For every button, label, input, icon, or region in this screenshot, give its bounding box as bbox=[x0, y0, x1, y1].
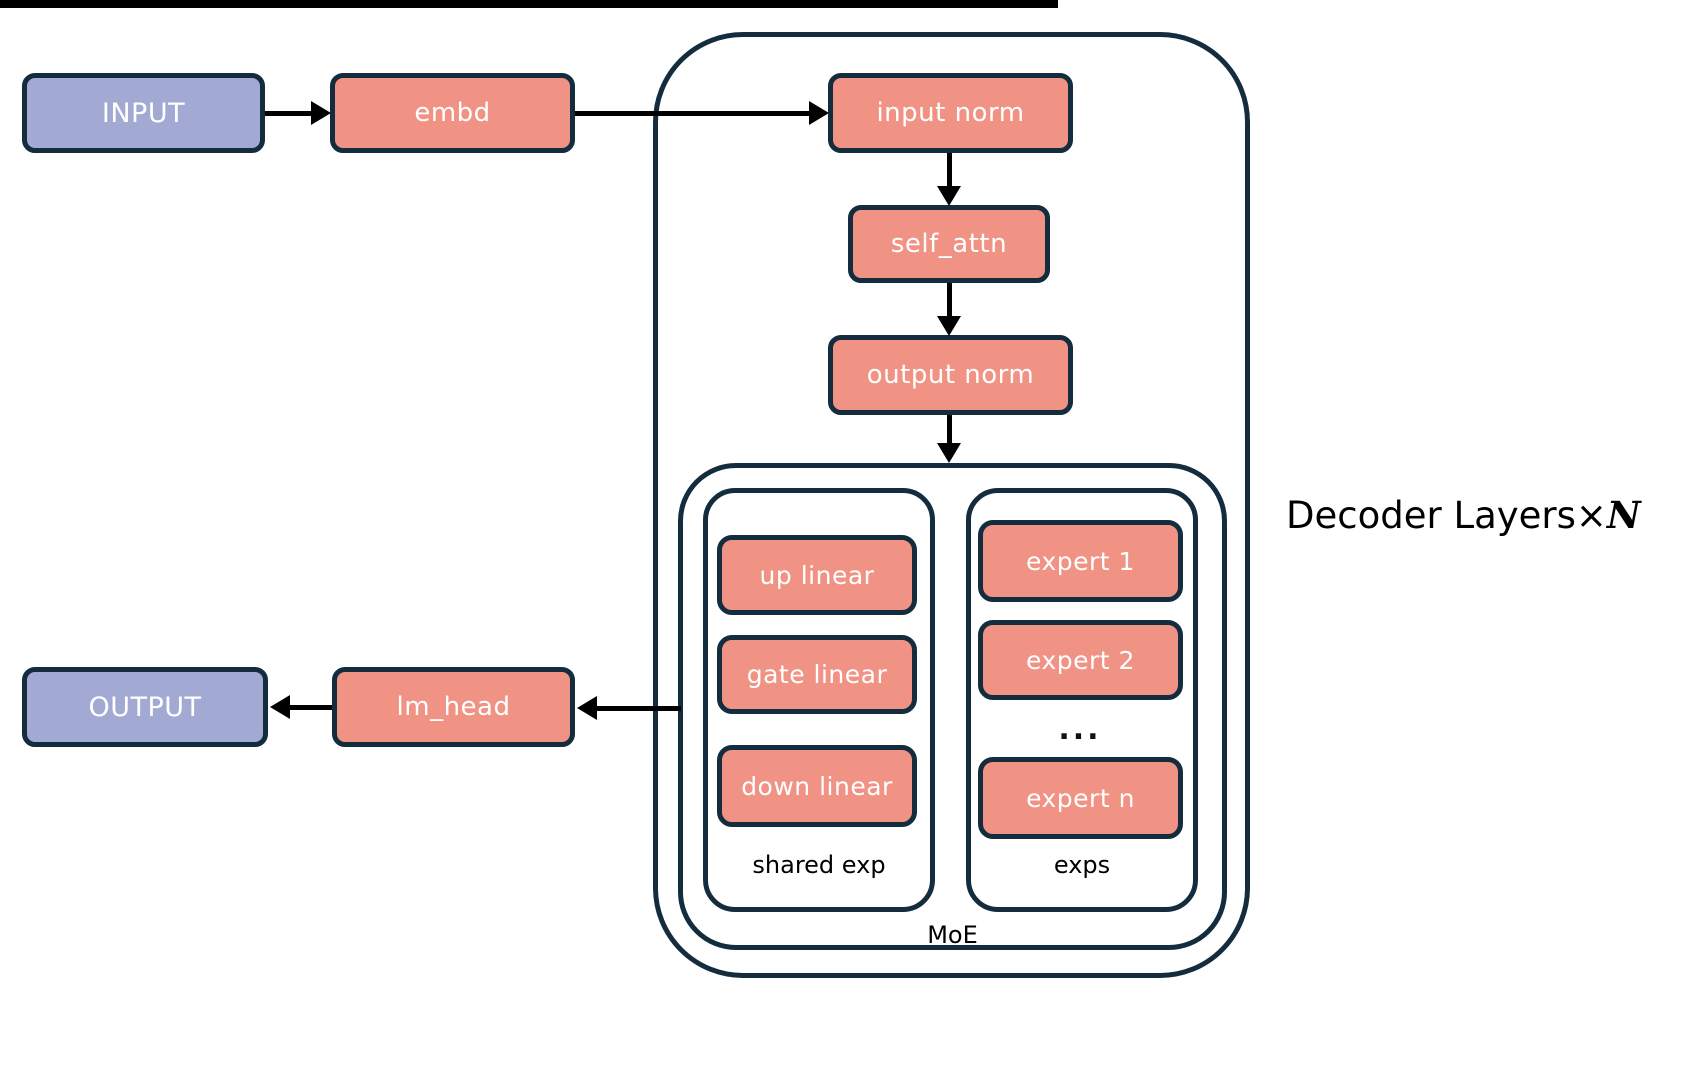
input-node: INPUT bbox=[22, 73, 265, 153]
arrow-moe-lmhead-line bbox=[597, 706, 681, 711]
decoder-layers-n: N bbox=[1606, 493, 1641, 537]
arrow-outputnorm-moe-line bbox=[947, 415, 952, 445]
arrow-outputnorm-moe-head bbox=[937, 443, 961, 463]
arrow-lmhead-output-line bbox=[290, 705, 332, 710]
arrow-embd-inputnorm-head bbox=[809, 101, 829, 125]
decoder-layers-caption-text: Decoder Layers× bbox=[1286, 494, 1607, 537]
exps-caption-text: exps bbox=[1053, 851, 1111, 879]
shared-exp-caption-text: shared exp bbox=[752, 851, 886, 879]
decoder-layers-container bbox=[653, 32, 1250, 978]
moe-caption-text: MoE bbox=[927, 921, 978, 949]
self-attn-node: self_attn bbox=[848, 205, 1050, 283]
expert-1-label: expert 1 bbox=[1026, 546, 1135, 576]
expert-n-label: expert n bbox=[1026, 783, 1135, 813]
arrow-input-embd-head bbox=[311, 101, 331, 125]
arrow-inputnorm-selfattn-line bbox=[947, 153, 952, 188]
output-node: OUTPUT bbox=[22, 667, 268, 747]
arrow-embd-inputnorm-line bbox=[575, 111, 811, 116]
expert-n-node: expert n bbox=[978, 757, 1183, 839]
output-node-label: OUTPUT bbox=[88, 691, 202, 723]
moe-caption: MoE bbox=[678, 921, 1227, 949]
arrow-input-embd-line bbox=[265, 111, 313, 116]
exps-caption: exps bbox=[966, 851, 1198, 879]
up-linear-node: up linear bbox=[717, 535, 917, 615]
arrow-selfattn-outputnorm-head bbox=[937, 316, 961, 336]
input-node-label: INPUT bbox=[101, 97, 186, 129]
output-norm-node: output norm bbox=[828, 335, 1073, 415]
decoder-layers-caption: Decoder Layers×N bbox=[1286, 493, 1641, 537]
arrow-inputnorm-selfattn-head bbox=[937, 186, 961, 206]
lm-head-label: lm_head bbox=[396, 692, 511, 722]
top-edge-line bbox=[0, 0, 1058, 8]
arrow-selfattn-outputnorm-line bbox=[947, 283, 952, 318]
experts-ellipsis: ... bbox=[1030, 712, 1130, 747]
arrow-lmhead-output-head bbox=[270, 695, 290, 719]
down-linear-label: down linear bbox=[741, 771, 893, 801]
gate-linear-node: gate linear bbox=[717, 635, 917, 714]
down-linear-node: down linear bbox=[717, 745, 917, 827]
shared-exp-container bbox=[703, 488, 935, 912]
arrow-moe-lmhead-head bbox=[577, 696, 597, 720]
embd-node: embd bbox=[330, 73, 575, 153]
exps-container bbox=[966, 488, 1198, 912]
up-linear-label: up linear bbox=[759, 560, 875, 590]
shared-exp-caption: shared exp bbox=[703, 851, 935, 879]
embd-node-label: embd bbox=[414, 98, 491, 128]
lm-head-node: lm_head bbox=[332, 667, 575, 747]
input-norm-node: input norm bbox=[828, 73, 1073, 153]
output-norm-label: output norm bbox=[866, 360, 1035, 390]
expert-2-node: expert 2 bbox=[978, 620, 1183, 700]
experts-ellipsis-text: ... bbox=[1058, 712, 1102, 747]
input-norm-label: input norm bbox=[876, 98, 1025, 128]
self-attn-label: self_attn bbox=[890, 229, 1008, 259]
expert-1-node: expert 1 bbox=[978, 520, 1183, 602]
expert-2-label: expert 2 bbox=[1026, 645, 1135, 675]
gate-linear-label: gate linear bbox=[746, 660, 888, 689]
